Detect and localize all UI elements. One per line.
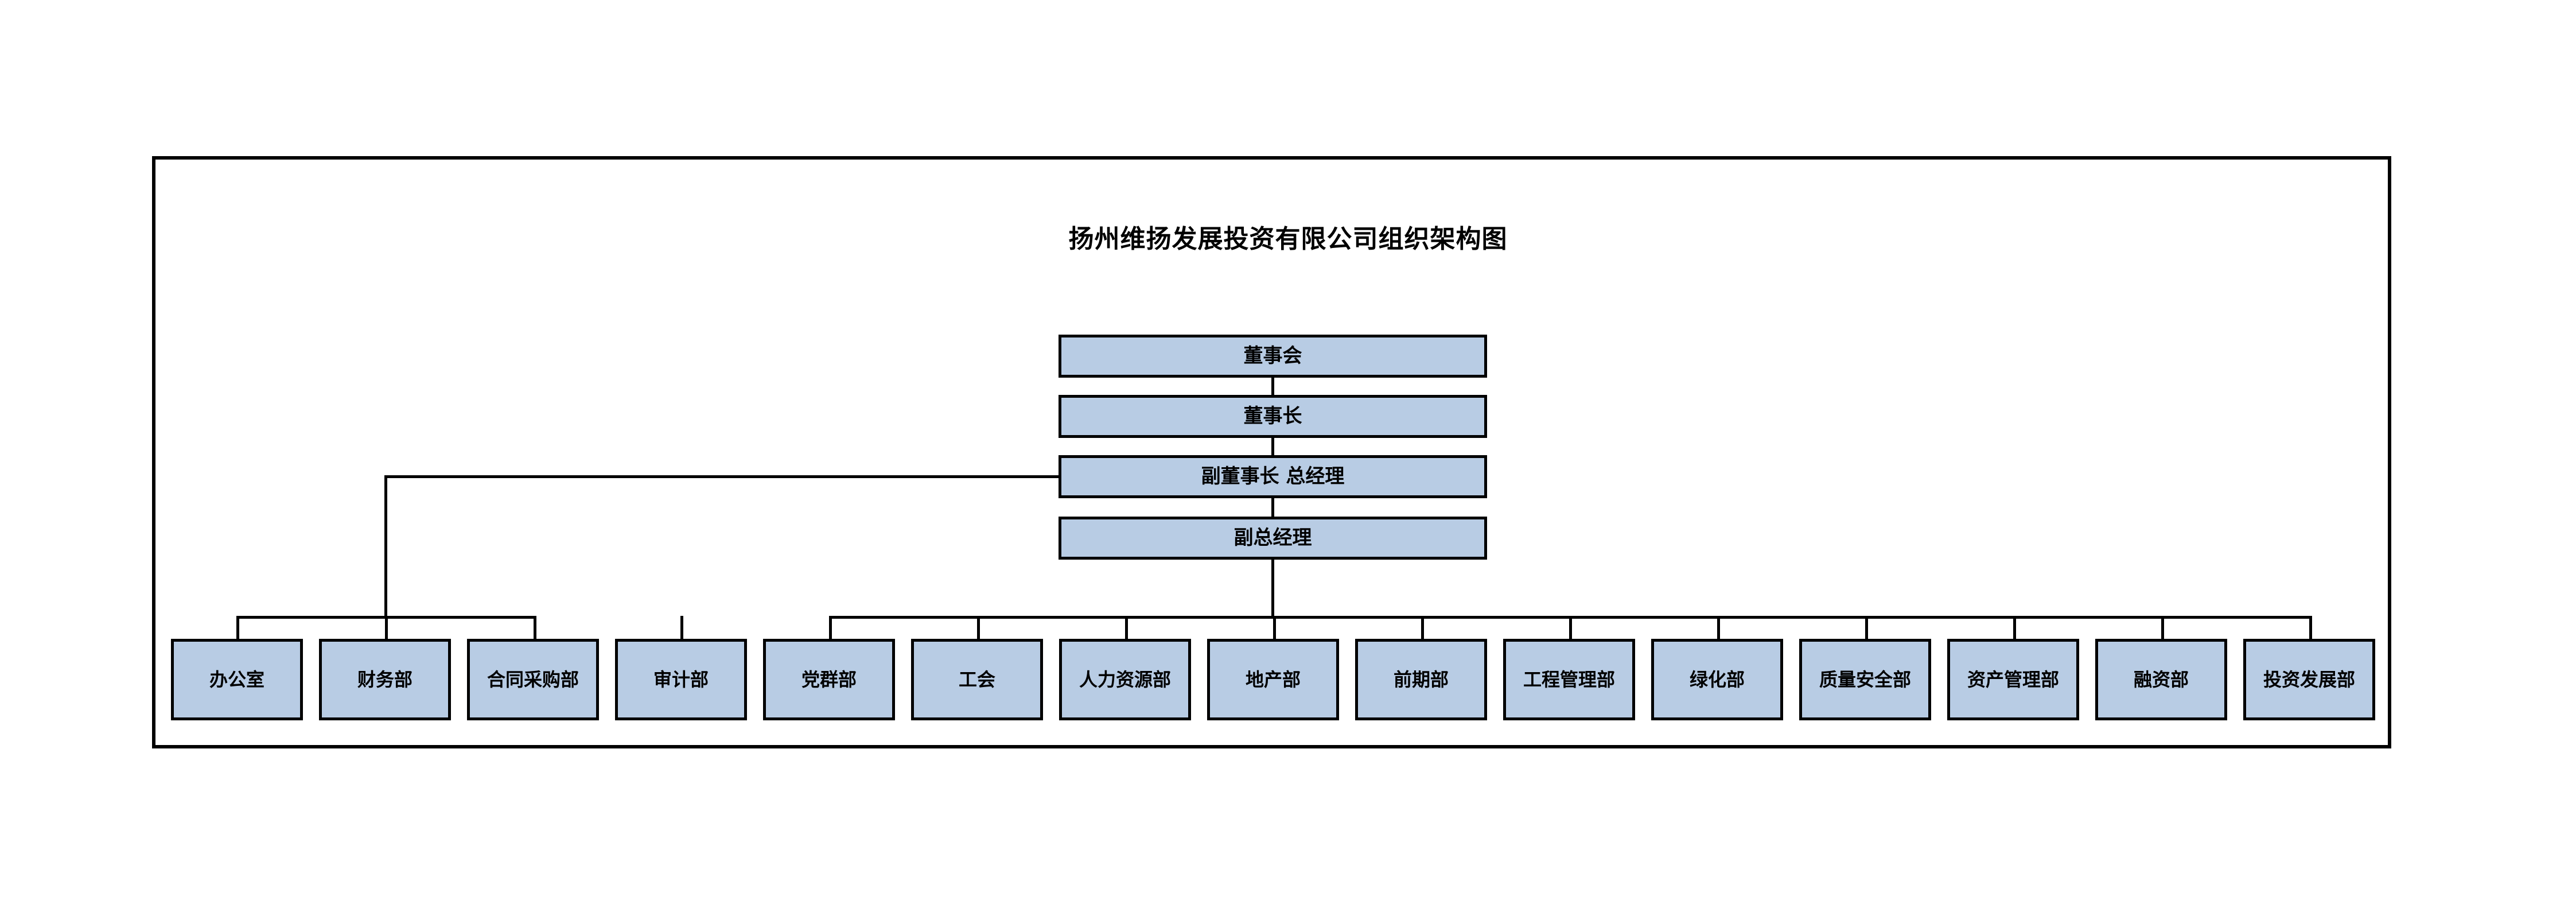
stub-real-estate: [1273, 616, 1276, 640]
connector-deputy-gm-to-bus-right: [1271, 559, 1274, 618]
stub-office: [236, 616, 239, 640]
stub-greening: [1717, 616, 1720, 640]
node-vice-chairman-gm[interactable]: 副董事长 总经理: [1059, 455, 1487, 498]
node-board[interactable]: 董事会: [1059, 335, 1487, 378]
node-department-human-resources[interactable]: 人力资源部: [1059, 639, 1191, 720]
stub-contract-procurement: [534, 616, 536, 640]
node-department-preliminary[interactable]: 前期部: [1355, 639, 1487, 720]
stub-asset-management: [2013, 616, 2016, 640]
node-department-finance[interactable]: 财务部: [319, 639, 451, 720]
connector-chairman-to-vice-chairman: [1271, 437, 1274, 456]
node-department-office[interactable]: 办公室: [171, 639, 303, 720]
stub-investment-development: [2309, 616, 2312, 640]
connector-vice-chairman-branch-horizontal: [384, 475, 1060, 478]
node-chairman[interactable]: 董事长: [1059, 395, 1487, 438]
connector-vice-chairman-to-deputy-gm: [1271, 498, 1274, 518]
stub-preliminary: [1421, 616, 1424, 640]
stub-labor-union: [977, 616, 980, 640]
stub-finance: [385, 616, 388, 640]
stub-human-resources: [1125, 616, 1128, 640]
stub-quality-safety: [1865, 616, 1868, 640]
node-department-investment-development[interactable]: 投资发展部: [2243, 639, 2375, 720]
node-department-contract-procurement[interactable]: 合同采购部: [467, 639, 599, 720]
node-department-asset-management[interactable]: 资产管理部: [1947, 639, 2079, 720]
node-department-real-estate[interactable]: 地产部: [1207, 639, 1339, 720]
stub-audit: [680, 616, 683, 640]
node-department-audit[interactable]: 审计部: [615, 639, 747, 720]
stub-party-mass: [829, 616, 832, 640]
stub-financing: [2161, 616, 2164, 640]
node-department-financing[interactable]: 融资部: [2095, 639, 2227, 720]
node-department-labor-union[interactable]: 工会: [911, 639, 1043, 720]
node-deputy-gm[interactable]: 副总经理: [1059, 517, 1487, 560]
node-department-party-mass[interactable]: 党群部: [763, 639, 895, 720]
node-department-engineering-management[interactable]: 工程管理部: [1503, 639, 1635, 720]
stub-engineering-management: [1569, 616, 1572, 640]
node-department-greening[interactable]: 绿化部: [1651, 639, 1783, 720]
page-title: 扬州维扬发展投资有限公司组织架构图: [1068, 224, 1508, 254]
connector-board-to-chairman: [1271, 377, 1274, 396]
node-department-quality-safety[interactable]: 质量安全部: [1799, 639, 1931, 720]
connector-vice-chairman-branch-vertical: [384, 475, 387, 618]
